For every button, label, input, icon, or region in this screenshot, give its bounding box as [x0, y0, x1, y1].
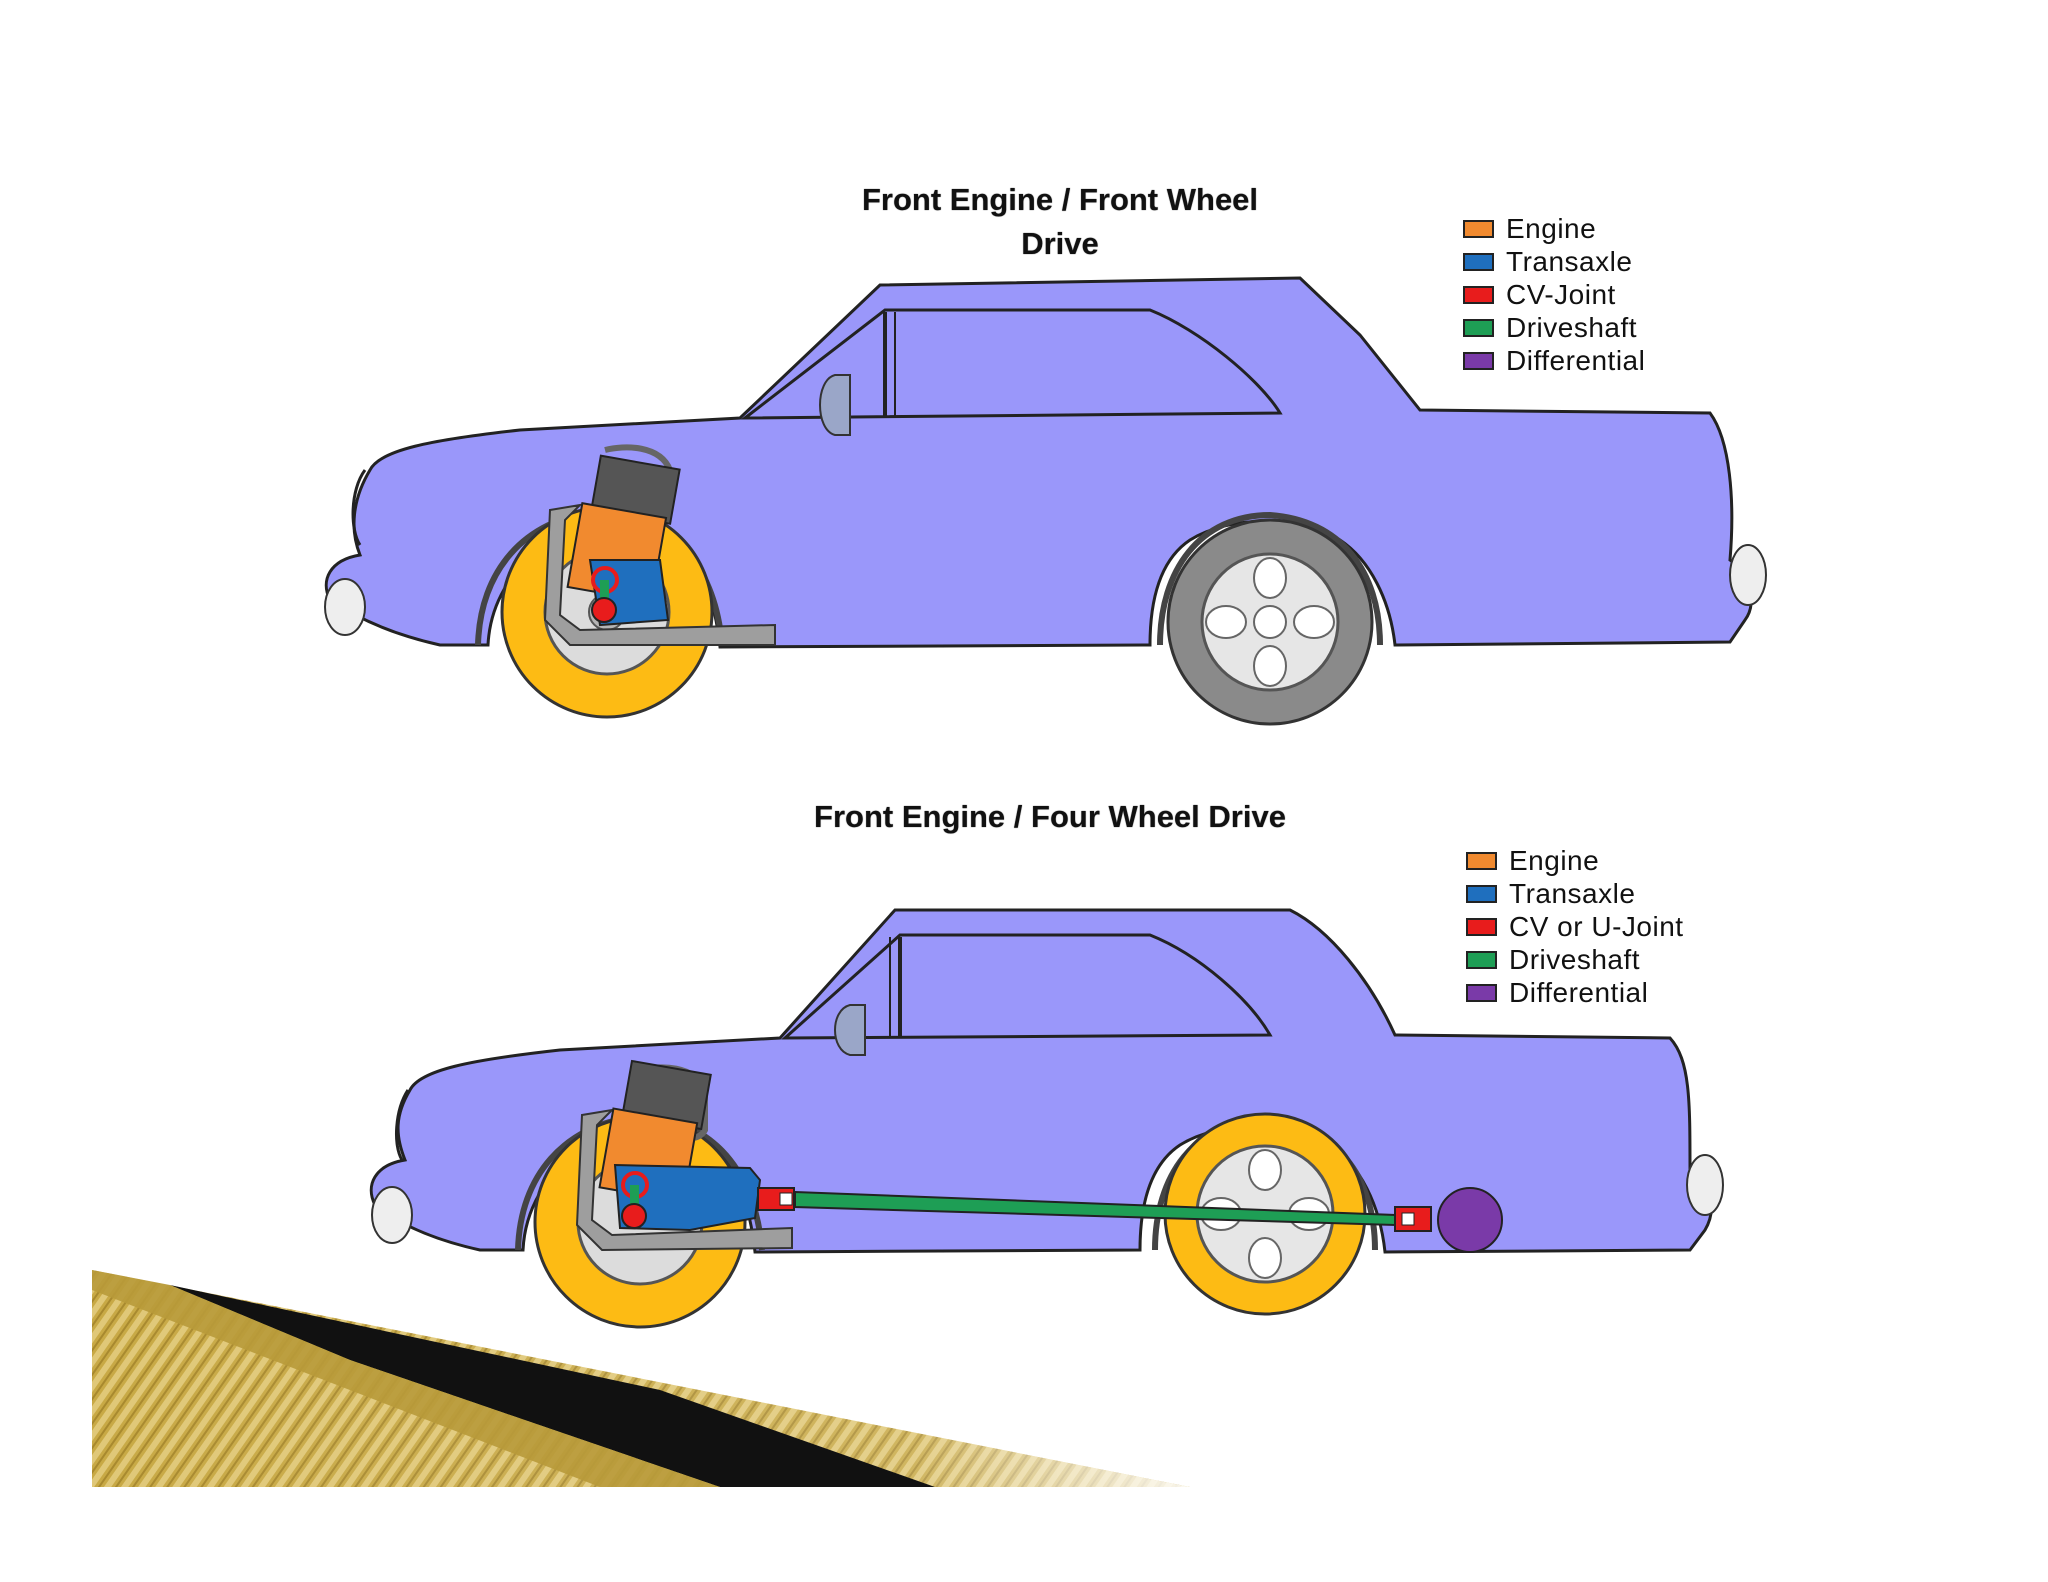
legend-swatch	[1466, 851, 1497, 870]
legend-label: Driveshaft	[1506, 311, 1638, 343]
legend-label: Transaxle	[1506, 245, 1633, 277]
legend-item-differential: Differential	[1463, 344, 1645, 377]
diagram-title: Front Engine / Front Wheel Drive	[861, 182, 1259, 261]
legend-item-cv-joint: CV-Joint	[1463, 278, 1645, 311]
legend-label: Differential	[1506, 344, 1646, 376]
legend-item-driveshaft: Driveshaft	[1466, 943, 1684, 976]
legend-label: CV or U-Joint	[1509, 910, 1684, 942]
legend-label: Engine	[1509, 844, 1600, 876]
legend-label: Engine	[1506, 212, 1597, 244]
car-body	[324, 276, 1753, 649]
car-body	[369, 908, 1713, 1254]
legend: Engine Transaxle CV-Joint Driveshaft Dif…	[1463, 212, 1645, 377]
cv-joint	[621, 1203, 647, 1229]
car-4wd-illustration	[369, 908, 1724, 1329]
legend-item-engine: Engine	[1463, 212, 1645, 245]
legend-item-engine: Engine	[1466, 844, 1684, 877]
legend-item-driveshaft: Driveshaft	[1463, 311, 1645, 344]
legend-swatch	[1466, 917, 1497, 936]
car-fwd-illustration	[324, 276, 1767, 726]
legend-swatch	[1466, 884, 1497, 903]
legend-swatch	[1463, 219, 1494, 238]
diagram-4wd: Front Engine / Four Wheel Drive Engine T…	[0, 760, 2048, 1360]
transaxle	[613, 1163, 762, 1232]
legend-item-differential: Differential	[1466, 976, 1684, 1009]
cv-joint	[591, 597, 617, 623]
legend-label: Driveshaft	[1509, 943, 1641, 975]
differential	[1437, 1187, 1503, 1253]
legend-swatch	[1463, 285, 1494, 304]
legend: Engine Transaxle CV or U-Joint Driveshaf…	[1466, 844, 1684, 1009]
legend-item-transaxle: Transaxle	[1466, 877, 1684, 910]
legend-label: Differential	[1509, 976, 1649, 1008]
diagram-title: Front Engine / Four Wheel Drive	[814, 799, 1286, 834]
legend-item-cv-or-u-joint: CV or U-Joint	[1466, 910, 1684, 943]
legend-label: Transaxle	[1509, 877, 1636, 909]
legend-label: CV-Joint	[1506, 278, 1616, 310]
legend-swatch	[1463, 351, 1494, 370]
legend-swatch	[1466, 950, 1497, 969]
legend-swatch	[1463, 252, 1494, 271]
diagram-fwd: Front Engine / Front Wheel Drive Engine …	[0, 0, 2048, 760]
legend-swatch	[1466, 983, 1497, 1002]
legend-swatch	[1463, 318, 1494, 337]
legend-item-transaxle: Transaxle	[1463, 245, 1645, 278]
